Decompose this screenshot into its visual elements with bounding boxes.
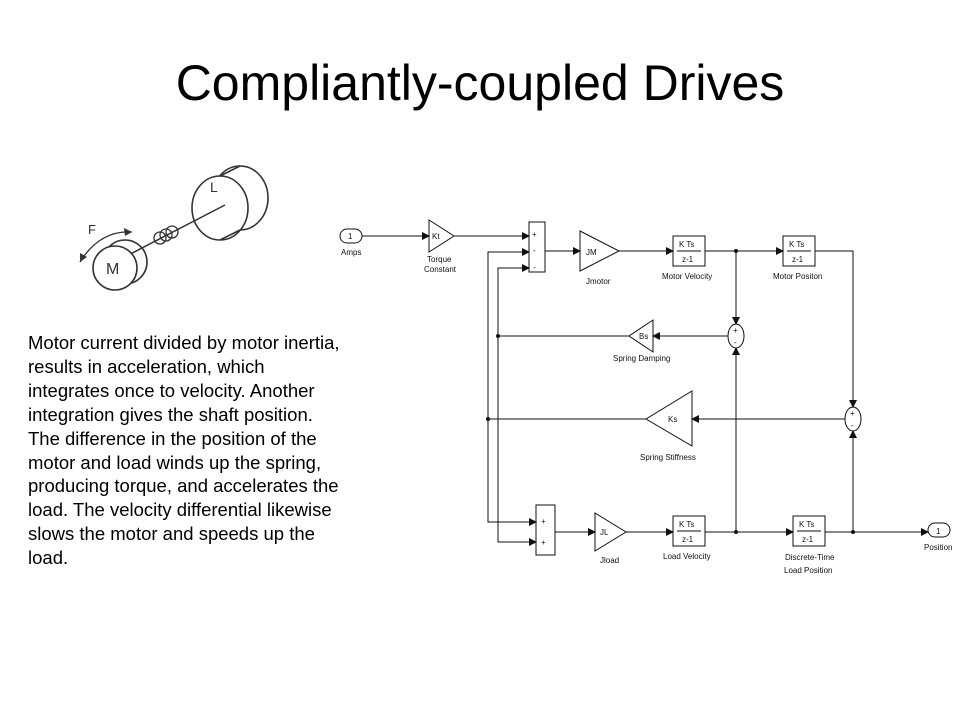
slide-title: Compliantly-coupled Drives: [175, 55, 785, 111]
inport-number: 1: [348, 232, 353, 241]
jm-caption: Jmotor: [586, 277, 611, 286]
motor-position-caption: Motor Positon: [773, 272, 822, 281]
inport-label: Amps: [341, 248, 361, 257]
signal-line: [497, 336, 537, 546]
load-position-caption-line2: Load Position: [784, 566, 832, 575]
jm-gain-text: JM: [586, 248, 597, 257]
sum1-sign-3: -: [533, 263, 536, 272]
stiffness-sum-minus: -: [851, 421, 854, 430]
signal-line: [815, 250, 857, 408]
outport-label: Position: [924, 543, 952, 552]
junction-dot: [496, 334, 500, 338]
ks-gain-text: Ks: [668, 415, 677, 424]
load-position-den: z-1: [802, 535, 814, 544]
motor-velocity-num: K Ts: [679, 240, 694, 249]
jl-gain-text: JL: [600, 528, 609, 537]
load-velocity-caption: Load Velocity: [663, 552, 711, 561]
ks-caption: Spring Stiffness: [640, 453, 696, 462]
junction-dot: [734, 530, 738, 534]
jl-caption: Jload: [600, 556, 619, 565]
load-velocity-num: K Ts: [679, 520, 694, 529]
motor-position-num: K Ts: [789, 240, 804, 249]
sum1-sign-2: -: [533, 246, 536, 255]
signal-line: [487, 248, 530, 419]
motor-load-sketch: L M F: [79, 165, 269, 291]
motor-position-den: z-1: [792, 255, 804, 264]
coupling-ring: [153, 231, 167, 245]
sum2-sign-1: +: [541, 517, 546, 526]
bs-gain-text: Bs: [639, 332, 648, 341]
coupling-ring: [165, 225, 179, 239]
load-velocity-den: z-1: [682, 535, 694, 544]
motor-cylinder-front: [92, 245, 138, 291]
junction-dot: [851, 530, 855, 534]
block-diagram: 1 Amps Kt Torque Constant + - - JM Jmoto…: [339, 219, 952, 575]
sum2-sign-2: +: [541, 538, 546, 547]
junction-dot: [486, 417, 490, 421]
damping-sum-minus: -: [734, 338, 737, 347]
motor-label: M: [106, 261, 119, 278]
coupling-ring: [159, 228, 173, 242]
load-position-num: K Ts: [799, 520, 814, 529]
kt-caption-line2: Constant: [424, 265, 457, 274]
sum1-sign-1: +: [532, 230, 537, 239]
motor-velocity-den: z-1: [682, 255, 694, 264]
stiffness-sum-plus: +: [850, 409, 855, 418]
sum-block-motor: [528, 221, 546, 273]
motor-velocity-caption: Motor Velocity: [662, 272, 712, 281]
shaft: [114, 204, 226, 263]
bs-caption: Spring Damping: [613, 354, 670, 363]
kt-caption-line1: Torque: [427, 255, 452, 264]
force-label: F: [88, 222, 96, 237]
damping-sum-plus: +: [733, 326, 738, 335]
description-text: Motor current divided by motor inertia, …: [28, 332, 340, 569]
kt-gain-text: Kt: [432, 232, 440, 241]
sum-block-load: [535, 504, 556, 556]
junction-dot: [734, 249, 738, 253]
load-position-caption-line1: Discrete-Time: [785, 553, 835, 562]
load-label: L: [210, 179, 218, 195]
signal-line: [487, 419, 537, 526]
outport-number: 1: [936, 527, 941, 536]
signal-line: [497, 264, 530, 336]
